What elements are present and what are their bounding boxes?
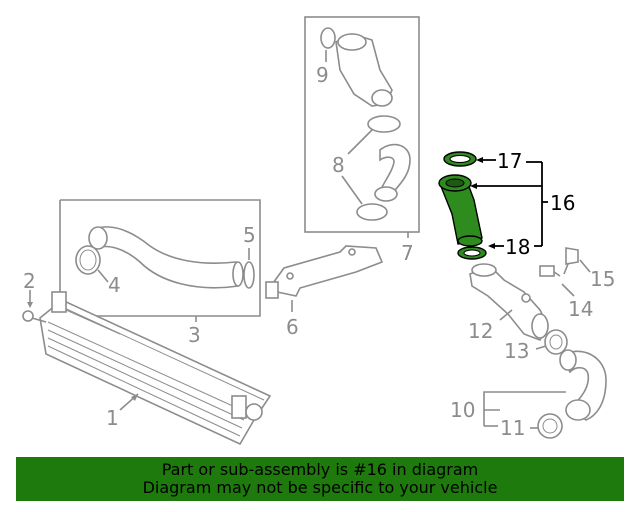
callout-13: 13	[504, 339, 529, 363]
callout-15: 15	[590, 267, 615, 291]
callout-18: 18	[505, 235, 530, 259]
callout-14: 14	[568, 297, 593, 321]
charge-pipe-part-6[interactable]	[265, 245, 384, 312]
seal-ring-part-13[interactable]	[535, 329, 568, 355]
callout-5: 5	[243, 223, 256, 247]
banner-line-1: Part or sub-assembly is #16 in diagram	[161, 460, 479, 479]
banner-line-2: Diagram may not be specific to your vehi…	[142, 478, 498, 497]
callout-9: 9	[316, 63, 329, 87]
pipe-part-16-highlighted[interactable]	[438, 174, 483, 247]
leader-16-17-18	[470, 157, 548, 249]
callout-3: 3	[188, 323, 201, 347]
bolt-part-15[interactable]	[563, 247, 591, 275]
hose-part-10[interactable]	[483, 349, 607, 427]
callout-12: 12	[468, 319, 493, 343]
info-banner: Part or sub-assembly is #16 in diagram D…	[16, 457, 624, 501]
group-box-3	[59, 199, 261, 322]
intake-pipe-part-3[interactable]	[88, 226, 244, 289]
hose-part-8[interactable]	[341, 115, 411, 221]
callout-8: 8	[332, 153, 345, 177]
callout-1: 1	[106, 406, 119, 430]
screw-part-2[interactable]	[22, 290, 47, 323]
seal-ring-part-4[interactable]	[75, 245, 109, 283]
callout-16: 16	[550, 191, 575, 215]
callout-4: 4	[108, 273, 121, 297]
callout-7: 7	[401, 241, 414, 265]
outlet-pipe-part-12[interactable]	[469, 263, 549, 341]
sensor-part-14[interactable]	[539, 265, 575, 297]
intercooler-part-1[interactable]	[39, 291, 272, 446]
callout-2: 2	[23, 269, 36, 293]
seal-part-18-highlighted[interactable]	[457, 246, 487, 260]
callout-17: 17	[497, 149, 522, 173]
seal-ring-part-11[interactable]	[530, 413, 563, 439]
upper-pipe-part-9[interactable]	[320, 27, 393, 107]
clamp-part-5[interactable]	[243, 248, 255, 289]
seal-part-17-highlighted[interactable]	[443, 151, 477, 167]
callout-6: 6	[286, 315, 299, 339]
callout-10: 10	[450, 398, 475, 422]
callout-11: 11	[500, 416, 525, 440]
group-box-7	[304, 16, 420, 238]
